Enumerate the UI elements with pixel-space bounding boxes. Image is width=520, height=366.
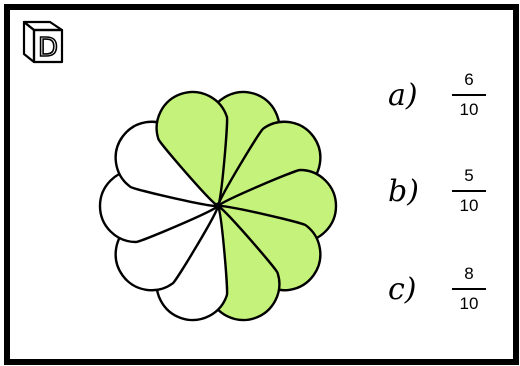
fraction: 8 10 bbox=[450, 262, 488, 316]
option-b[interactable]: b) 5 10 bbox=[388, 162, 498, 222]
numerator: 6 bbox=[464, 70, 474, 89]
fraction: 6 10 bbox=[450, 68, 488, 122]
fraction-bar bbox=[452, 288, 486, 290]
option-letter: b) bbox=[388, 174, 419, 209]
option-c[interactable]: c) 8 10 bbox=[388, 260, 498, 320]
cube-d-icon: D bbox=[22, 20, 64, 64]
petal-shaded bbox=[155, 90, 229, 208]
numerator: 8 bbox=[464, 264, 474, 283]
option-letter: a) bbox=[388, 78, 418, 113]
denominator: 10 bbox=[459, 100, 479, 119]
question-card: D a) 6 10 b) 5 10 c) 8 10 bbox=[4, 4, 519, 365]
denominator: 10 bbox=[459, 196, 479, 215]
denominator: 10 bbox=[459, 294, 479, 313]
fraction: 5 10 bbox=[450, 164, 488, 218]
fraction-flower bbox=[98, 90, 338, 322]
numerator: 5 bbox=[464, 166, 474, 185]
fraction-bar bbox=[452, 94, 486, 96]
cube-letter: D bbox=[38, 33, 58, 63]
option-letter: c) bbox=[388, 272, 417, 307]
flower-center bbox=[214, 202, 222, 210]
option-a[interactable]: a) 6 10 bbox=[388, 66, 498, 126]
fraction-bar bbox=[452, 190, 486, 192]
